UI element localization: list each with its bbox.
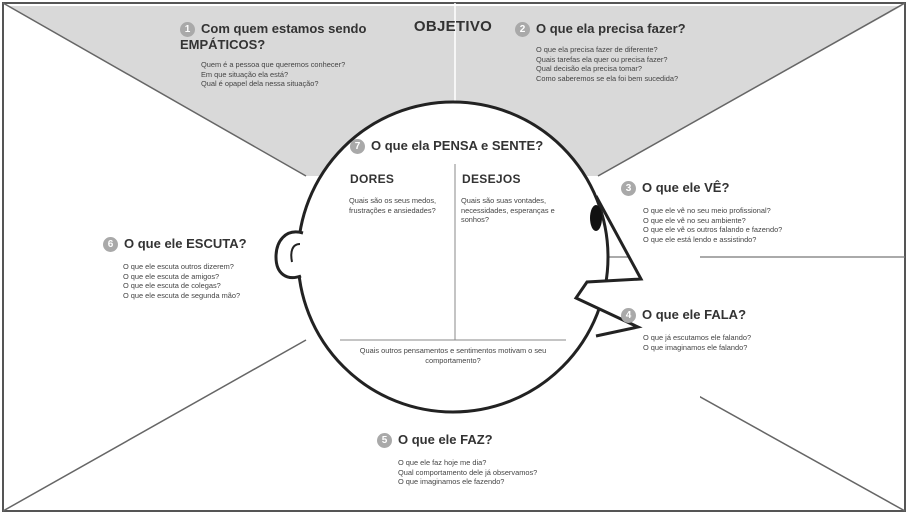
- question: O que já escutamos ele falando?: [643, 333, 752, 342]
- question: O que imaginamos ele fazendo?: [398, 477, 505, 487]
- section-6-questions: O que ele escuta outros dizerem? O que e…: [123, 262, 283, 300]
- step-badge: 1: [180, 22, 195, 37]
- question: O que ele está lendo e assistindo?: [643, 234, 757, 244]
- ear: [274, 230, 304, 280]
- desejos-title: DESEJOS: [462, 172, 521, 186]
- question: O que imaginamos ele falando?: [643, 342, 748, 352]
- eye: [590, 205, 602, 231]
- question: Quais tarefas ela quer ou precisa fazer?: [536, 54, 668, 64]
- step-badge: 7: [350, 139, 365, 154]
- section-2-questions: O que ela precisa fazer de diferente? Qu…: [536, 45, 725, 83]
- question: O que ele vê no seu ambiente?: [643, 215, 746, 225]
- section-4-questions: O que já escutamos ele falando? O que im…: [643, 333, 821, 352]
- question: O que ele escuta de colegas?: [123, 281, 221, 291]
- question: O que ele escuta de segunda mão?: [123, 290, 241, 300]
- question: Quem é a pessoa que queremos conhecer?: [201, 60, 346, 69]
- question: O que ela precisa fazer de diferente?: [536, 45, 658, 54]
- section-1-questions: Quem é a pessoa que queremos conhecer? E…: [201, 60, 380, 89]
- section-5-questions: O que ele faz hoje me dia? Qual comporta…: [398, 458, 577, 487]
- dores-title: DORES: [350, 172, 395, 186]
- step-badge: 6: [103, 237, 118, 252]
- question: O que ele vê os outros falando e fazendo…: [643, 225, 783, 235]
- diag-bottom-left: [2, 339, 307, 512]
- question: Qual comportamento dele já observamos?: [398, 467, 538, 477]
- desejos-text: Quais são suas vontades, necessidades, e…: [461, 196, 555, 225]
- section-3-questions: O que ele vê no seu meio profissional? O…: [643, 206, 821, 244]
- question: Qual decisão ela precisa tomar?: [536, 64, 642, 74]
- question: O que ele escuta outros dizerem?: [123, 262, 234, 271]
- question: Como saberemos se ela foi bem sucedida?: [536, 73, 679, 83]
- step-badge: 4: [621, 308, 636, 323]
- step-badge: 3: [621, 181, 636, 196]
- question: O que ele faz hoje me dia?: [398, 458, 487, 467]
- question: O que ele vê no seu meio profissional?: [643, 206, 771, 215]
- question: O que ele escuta de amigos?: [123, 271, 220, 281]
- head: [296, 100, 700, 414]
- diag-top-left: [2, 2, 307, 177]
- question: Qual é opapel dela nessa situação?: [201, 79, 319, 89]
- objetivo-label: OBJETIVO: [413, 18, 493, 35]
- outros-pensamentos-text: Quais outros pensamentos e sentimentos m…: [359, 346, 547, 365]
- step-badge: 2: [515, 22, 530, 37]
- step-badge: 5: [377, 433, 392, 448]
- dores-text: Quais são os seus medos, frustrações e a…: [349, 196, 437, 215]
- question: Em que situação ela está?: [201, 69, 289, 79]
- diag-top-right: [597, 2, 906, 177]
